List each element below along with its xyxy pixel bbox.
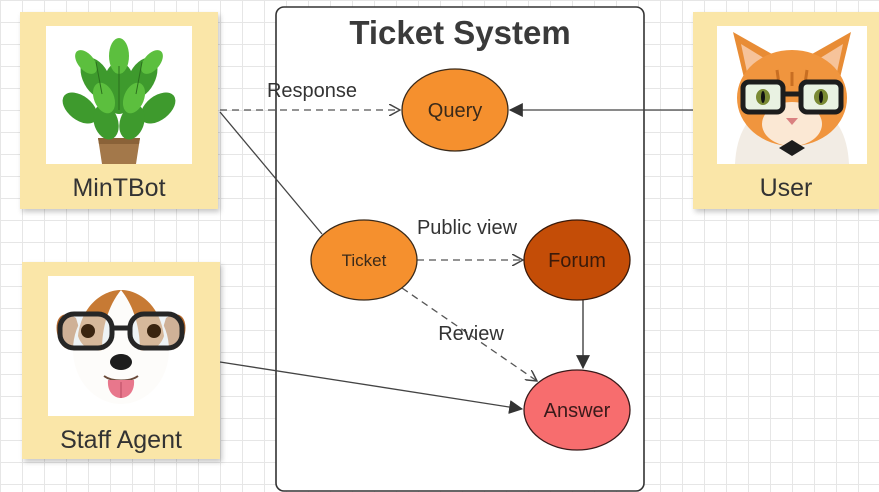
actor-label-staff: Staff Agent <box>60 426 182 454</box>
actor-label-mintbot: MinTBot <box>72 174 166 202</box>
actor-card-user[interactable]: User <box>693 12 879 209</box>
use-case-forum-label: Forum <box>548 250 606 272</box>
use-case-answer[interactable] <box>523 369 631 451</box>
edge-label-review: Review <box>438 323 504 345</box>
actor-label-user: User <box>759 174 813 202</box>
system-title: Ticket System <box>349 14 570 51</box>
use-case-forum[interactable] <box>523 219 631 301</box>
edge-mintbot-ticket <box>219 111 323 235</box>
use-case-ticket-label: Ticket <box>342 251 387 270</box>
use-case-answer-label: Answer <box>544 400 611 422</box>
use-case-ticket[interactable] <box>310 219 418 301</box>
edge-staff-answer <box>219 361 524 414</box>
use-case-query-label: Query <box>428 100 482 122</box>
edge-review <box>401 287 537 381</box>
actor-card-staff[interactable]: Staff Agent <box>22 262 220 459</box>
system-boundary <box>275 6 645 492</box>
mint-plant-icon <box>46 26 192 164</box>
use-case-query[interactable] <box>401 68 509 152</box>
edge-label-public-view: Public view <box>417 217 518 239</box>
cat-with-glasses-icon <box>717 26 867 164</box>
dog-with-glasses-icon <box>48 276 194 416</box>
actor-card-mintbot[interactable]: MinTBot <box>20 12 218 209</box>
edge-label-response: Response <box>267 80 357 102</box>
